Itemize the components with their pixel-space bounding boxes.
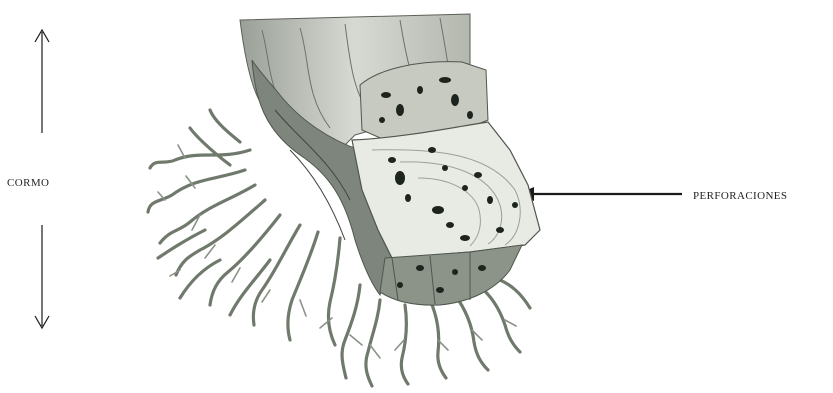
cormo-label: CORMO: [7, 177, 49, 189]
perforaciones-label: PERFORACIONES: [693, 190, 787, 202]
perforaciones-pointer-arrow: [518, 187, 682, 201]
